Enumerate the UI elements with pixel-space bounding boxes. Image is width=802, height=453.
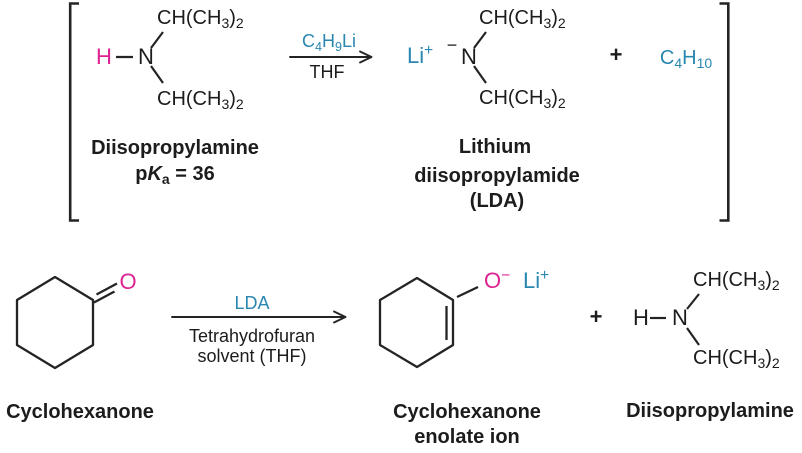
amine-name: Diisopropylamine bbox=[91, 137, 259, 159]
arrow1-reagent-label: C4H9Li bbox=[301, 31, 357, 54]
pka-sub: a bbox=[161, 170, 170, 187]
amine-isopropyl-bottom: CH(CH3)2 bbox=[157, 88, 244, 112]
amine2-h-label: H bbox=[633, 305, 649, 330]
enolate-structure bbox=[378, 276, 479, 369]
plus-sign-top: + bbox=[609, 42, 623, 67]
ketone-o-label: O bbox=[119, 269, 137, 294]
amine-n-label: N bbox=[138, 44, 154, 69]
lda-isopropyl-top: CH(CH3)2 bbox=[479, 7, 566, 31]
reaction-arrow-2 bbox=[171, 310, 347, 324]
arrow1-solvent-label: THF bbox=[309, 62, 345, 82]
lda-li-cation: Li+ bbox=[407, 42, 434, 68]
enolate-name-line1: Cyclohexanone bbox=[393, 401, 541, 423]
amine-isopropyl-top: CH(CH3)2 bbox=[157, 7, 244, 31]
enolate-o-anion: O− bbox=[484, 267, 511, 293]
amine2-name: Diisopropylamine bbox=[626, 400, 794, 422]
lda-name-line1: Lithium bbox=[458, 136, 532, 158]
diisopropylamine-2-bonds bbox=[650, 293, 700, 346]
amine2-isopropyl-bottom: CH(CH3)2 bbox=[693, 347, 780, 371]
right-bracket bbox=[719, 2, 730, 222]
enolate-name-line2: enolate ion bbox=[414, 426, 520, 448]
lda-isopropyl-bottom: CH(CH3)2 bbox=[479, 87, 566, 111]
lda-name-line2: diisopropylamide bbox=[414, 165, 580, 187]
arrow2-solvent-line1: Tetrahydrofuran bbox=[188, 326, 316, 346]
lda-name-line3: (LDA) bbox=[469, 190, 525, 212]
arrow2-reagent-label: LDA bbox=[234, 293, 270, 313]
butane-byproduct: C4H10 bbox=[659, 47, 713, 71]
amine2-isopropyl-top: CH(CH3)2 bbox=[693, 269, 780, 293]
pka-value: = 36 bbox=[169, 163, 215, 185]
lda-negative-charge: − bbox=[446, 35, 458, 55]
arrow2-solvent-line2: solvent (THF) bbox=[197, 346, 307, 366]
pka-label: pKa = 36 bbox=[135, 163, 215, 187]
cyclohexanone-structure bbox=[15, 275, 118, 370]
left-bracket bbox=[68, 2, 79, 222]
pka-p: p bbox=[135, 163, 148, 185]
cyclohexanone-name: Cyclohexanone bbox=[6, 401, 154, 423]
lda-n-label: N bbox=[461, 44, 477, 69]
amine-h-label: H bbox=[96, 44, 112, 69]
enolate-li-cation: Li+ bbox=[523, 267, 550, 293]
pka-k: K bbox=[147, 163, 162, 185]
reaction-arrow-1 bbox=[289, 50, 373, 64]
diisopropylamine-bonds bbox=[116, 31, 164, 84]
lda-bonds bbox=[473, 31, 487, 84]
amine2-n-label: N bbox=[672, 305, 688, 330]
plus-sign-bottom: + bbox=[589, 304, 603, 329]
